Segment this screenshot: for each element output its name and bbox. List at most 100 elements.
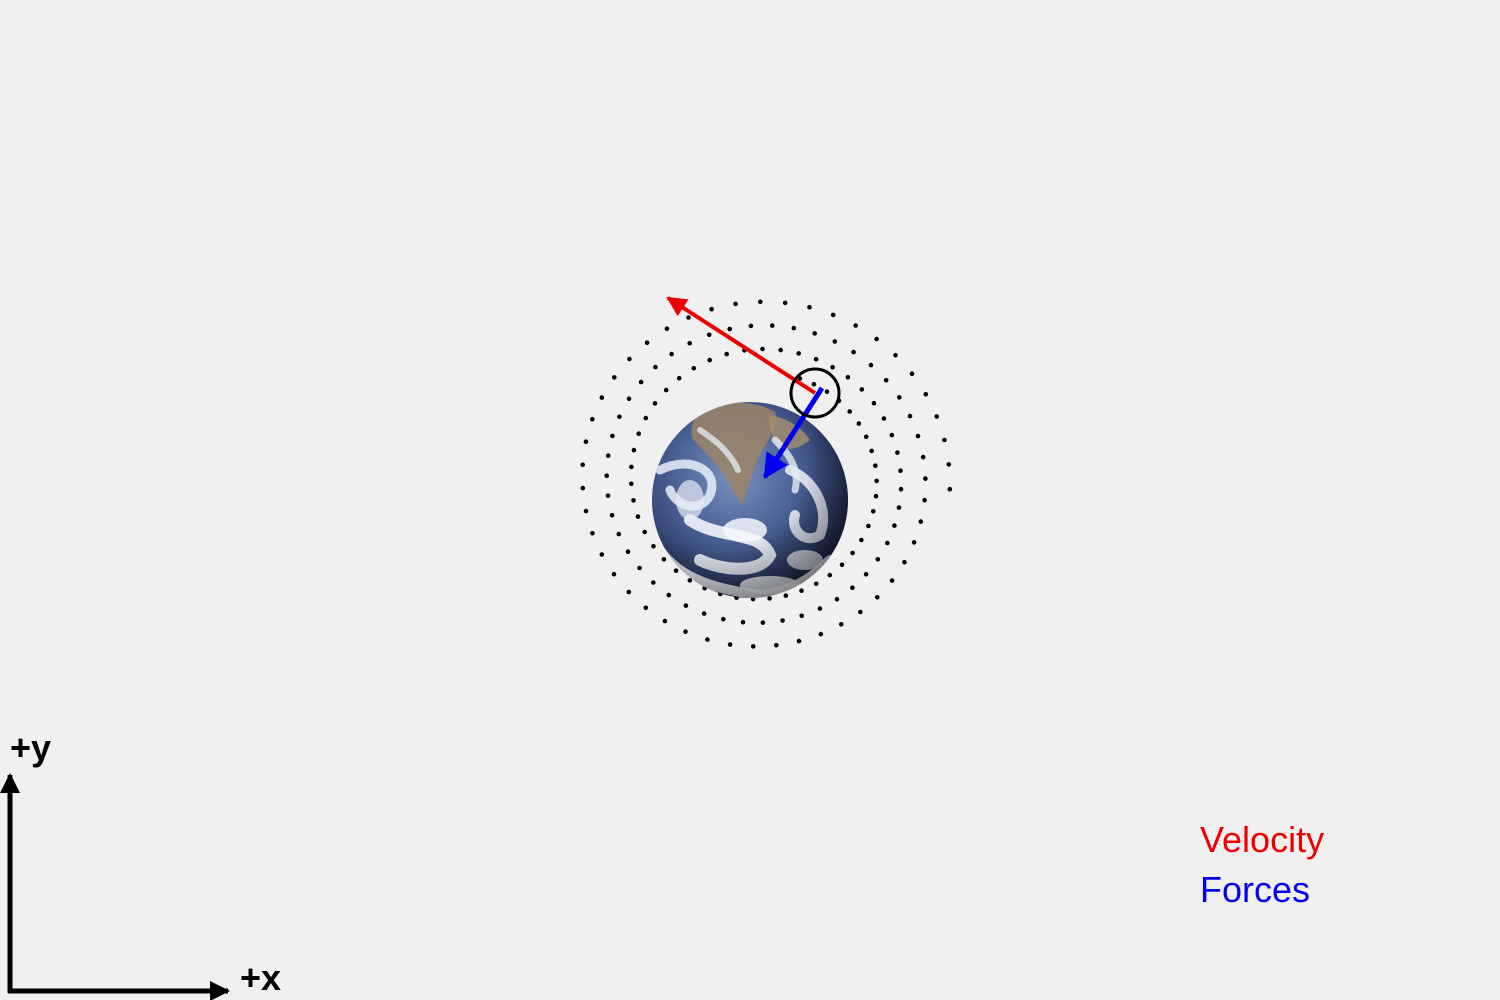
- trail-dot: [778, 347, 783, 353]
- legend-forces: Forces: [1200, 869, 1311, 910]
- trail-dot: [583, 439, 589, 445]
- trail-dot: [881, 416, 887, 421]
- trail-dot: [638, 379, 644, 385]
- trail-dot: [669, 351, 674, 357]
- trail-dot: [902, 559, 907, 565]
- trail-dot: [791, 325, 797, 331]
- trail-dot: [895, 450, 900, 455]
- trail-dot: [721, 616, 726, 622]
- trail-dot: [869, 448, 874, 454]
- trail-dot: [812, 331, 817, 336]
- trail-dot: [683, 603, 689, 608]
- trail-dot: [625, 549, 631, 554]
- trail-dot: [799, 613, 804, 619]
- trail-dot: [834, 596, 840, 602]
- trail-dot: [605, 493, 611, 499]
- trail-dot: [767, 596, 772, 601]
- trail-dot: [885, 540, 890, 546]
- trail-dot: [631, 498, 636, 503]
- trail-dot: [947, 486, 953, 492]
- trail-dot: [590, 531, 595, 536]
- trail-dot: [631, 447, 637, 453]
- trail-dot: [923, 476, 928, 481]
- trail-dot: [847, 409, 852, 414]
- trail-dot: [626, 396, 632, 402]
- trail-dot: [883, 378, 889, 383]
- trail-dot: [627, 356, 632, 362]
- trail-dot: [911, 540, 917, 545]
- trail-dot: [856, 421, 862, 426]
- trail-dot: [583, 508, 589, 514]
- trail-dot: [590, 416, 595, 422]
- trail-dot: [604, 473, 609, 479]
- trail-dot: [796, 638, 802, 644]
- trail-dot: [827, 572, 833, 578]
- trail-dot: [839, 622, 844, 627]
- trail-dot: [643, 415, 649, 421]
- trail-dot: [799, 588, 804, 593]
- trail-dot: [909, 371, 915, 377]
- trail-dot: [637, 565, 642, 571]
- trail-dot: [875, 557, 881, 562]
- trail-dot: [920, 454, 926, 460]
- trail-dot: [830, 312, 836, 318]
- trail-dot: [599, 552, 605, 557]
- trail-dot: [662, 618, 668, 624]
- trail-dot: [868, 362, 874, 368]
- trail-dot: [605, 453, 611, 459]
- trail-dot: [898, 486, 904, 492]
- trail-dot: [651, 544, 656, 549]
- trail-dot: [644, 340, 650, 346]
- trail-dot: [663, 387, 669, 393]
- trail-dot: [893, 352, 898, 358]
- velocity-arrow: [666, 296, 817, 395]
- trail-dot: [651, 580, 656, 585]
- trail-dot: [859, 387, 865, 392]
- trail-dot: [706, 332, 712, 338]
- trail-dot: [918, 519, 924, 524]
- trail-dot: [733, 301, 738, 307]
- trail-dot: [629, 464, 634, 470]
- trail-dot: [807, 305, 812, 310]
- trail-dot: [652, 401, 658, 406]
- trail-dot: [758, 299, 763, 305]
- trail-dot: [687, 578, 693, 583]
- trail-dot: [760, 620, 766, 625]
- trail-dot: [892, 523, 897, 528]
- trail-dot: [923, 392, 929, 397]
- trail-dot: [830, 364, 835, 370]
- trail-dot: [782, 300, 788, 306]
- y-axis-label: +y: [10, 727, 52, 768]
- trail-dot: [691, 365, 697, 371]
- trail-dot: [851, 349, 856, 355]
- trail-dot: [609, 513, 615, 518]
- trail-dot: [874, 478, 879, 484]
- trail-dot: [612, 375, 617, 380]
- trail-dot: [873, 463, 878, 469]
- trail-dot: [922, 497, 927, 503]
- trail-dot: [701, 611, 707, 616]
- trail-dot: [750, 644, 756, 649]
- legend-velocity: Velocity: [1200, 819, 1325, 860]
- trail-dot: [610, 433, 615, 439]
- trail-dot: [780, 618, 785, 623]
- trail-dot: [683, 629, 688, 634]
- trail-dot: [687, 340, 692, 346]
- trail-dot: [643, 605, 649, 611]
- trail-dot: [653, 364, 658, 370]
- trail-dot: [676, 375, 682, 381]
- trail-dot: [889, 432, 895, 438]
- trail-dot: [897, 395, 902, 400]
- satellite-marker: [789, 367, 841, 419]
- trail-dot: [611, 571, 617, 577]
- orbit-trail: [580, 299, 953, 649]
- trail-dot: [629, 481, 634, 487]
- trail-dot: [626, 589, 632, 595]
- trail-dot: [866, 523, 871, 529]
- trail-dot: [724, 351, 729, 357]
- trail-dot: [873, 493, 879, 499]
- trail-dot: [845, 375, 851, 380]
- trail-dot: [783, 593, 789, 598]
